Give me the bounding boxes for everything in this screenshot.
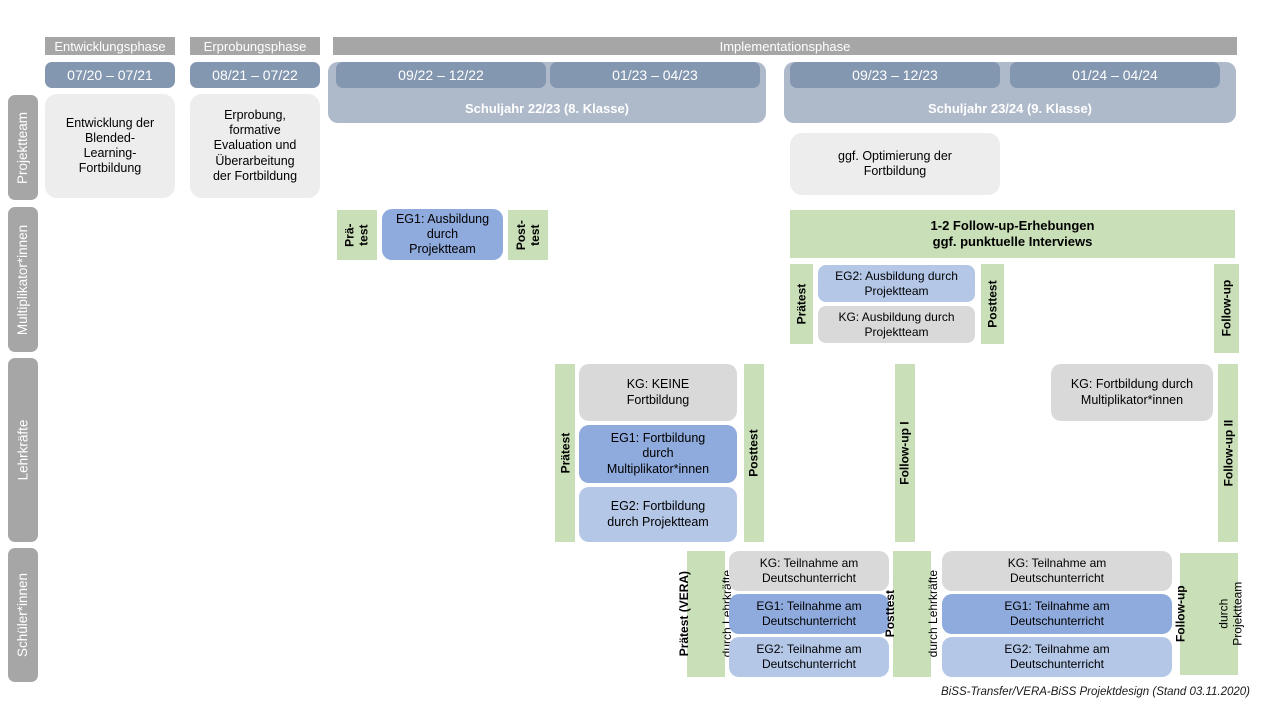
praetest-vera-main: Prätest (VERA) — [677, 571, 692, 657]
label-followup-schueler-text: Follow-up durch Projektteam — [1145, 582, 1272, 646]
diagram-caption: BiSS-Transfer/VERA-BiSS Projektdesign (S… — [941, 686, 1250, 698]
row-label-projektteam: Projektteam — [8, 95, 38, 200]
label-praetest-multiplikatoren-2-text: Prätest — [794, 283, 809, 325]
label-followup-2-lehrkraefte-text: Follow-up II — [1220, 419, 1235, 487]
period-08-21-07-22: 08/21 – 07/22 — [190, 62, 320, 88]
label-followup-1-lehrkraefte: Follow-up I — [895, 364, 915, 542]
label-posttest-schueler: Posttest durch Lehrkräfte — [884, 551, 940, 677]
followup-schueler-sub: durch Projektteam — [1216, 581, 1245, 647]
label-praetest-multiplikatoren-1: Prä- test — [337, 210, 377, 260]
label-posttest-multiplikatoren-2: Posttest — [981, 264, 1004, 344]
box-entwicklung-fortbildung: Entwicklung der Blended- Learning- Fortb… — [45, 94, 175, 198]
box-eg2-ausbildung-projektteam: EG2: Ausbildung durch Projektteam — [818, 265, 975, 302]
label-posttest-lehrkraefte: Posttest — [744, 364, 764, 542]
label-posttest-lehrkraefte-text: Posttest — [746, 429, 761, 477]
row-label-lehrkraefte-text: Lehrkräfte — [15, 419, 31, 481]
box-eg1-teilnahme-1: EG1: Teilnahme am Deutschunterricht — [729, 594, 889, 634]
row-label-projektteam-text: Projektteam — [15, 111, 31, 184]
box-eg2-teilnahme-2: EG2: Teilnahme am Deutschunterricht — [942, 637, 1172, 677]
box-kg-ausbildung-projektteam: KG: Ausbildung durch Projektteam — [818, 306, 975, 343]
label-followup-2-lehrkraefte: Follow-up II — [1218, 364, 1238, 542]
box-erprobung-evaluation: Erprobung, formative Evaluation und Über… — [190, 94, 320, 198]
box-eg2-fortbildung-projektteam: EG2: Fortbildung durch Projektteam — [579, 487, 737, 542]
label-praetest-multiplikatoren-1-text: Prä- test — [342, 223, 371, 247]
label-followup-multiplikatoren-text: Follow-up — [1219, 280, 1234, 337]
label-praetest-multiplikatoren-2: Prätest — [790, 264, 813, 344]
box-kg-fortbildung-multiplikatoren: KG: Fortbildung durch Multiplikator*inne… — [1051, 364, 1213, 421]
label-posttest-multiplikatoren-2-text: Posttest — [985, 280, 1000, 328]
label-followup-multiplikatoren: Follow-up — [1214, 264, 1239, 353]
label-posttest-multiplikatoren-1-text: Post- test — [513, 220, 542, 250]
box-eg2-teilnahme-1: EG2: Teilnahme am Deutschunterricht — [729, 637, 889, 677]
period-01-24-04-24: 01/24 – 04/24 — [1010, 62, 1220, 88]
box-optimierung-fortbildung: ggf. Optimierung der Fortbildung — [790, 133, 1000, 195]
label-followup-schueler: Follow-up durch Projektteam — [1174, 553, 1244, 675]
followup-schueler-main: Follow-up — [1173, 585, 1188, 643]
label-praetest-lehrkraefte-text: Prätest — [557, 432, 572, 474]
phase-entwicklungsphase: Entwicklungsphase — [45, 37, 175, 55]
row-label-multiplikatorinnen: Multiplikator*innen — [8, 207, 38, 352]
row-label-multiplikatorinnen-text: Multiplikator*innen — [15, 224, 31, 335]
box-kg-teilnahme-1: KG: Teilnahme am Deutschunterricht — [729, 551, 889, 591]
box-eg1-teilnahme-2: EG1: Teilnahme am Deutschunterricht — [942, 594, 1172, 634]
row-label-schuelerinnen-text: Schüler*innen — [15, 572, 31, 658]
period-01-23-04-23: 01/23 – 04/23 — [550, 62, 760, 88]
label-posttest-multiplikatoren-1: Post- test — [508, 210, 548, 260]
label-followup-1-lehrkraefte-text: Follow-up I — [897, 421, 912, 485]
box-kg-teilnahme-2: KG: Teilnahme am Deutschunterricht — [942, 551, 1172, 591]
posttest-schueler-sub: durch Lehrkräfte — [926, 570, 941, 658]
box-followup-erhebungen: 1-2 Follow-up-Erhebungen ggf. punktuelle… — [790, 210, 1235, 258]
phase-erprobungsphase: Erprobungsphase — [190, 37, 320, 55]
period-09-22-12-22: 09/22 – 12/22 — [336, 62, 546, 88]
box-eg1-ausbildung-projektteam: EG1: Ausbildung durch Projektteam — [382, 209, 503, 260]
row-label-schuelerinnen: Schüler*innen — [8, 548, 38, 682]
box-kg-keine-fortbildung: KG: KEINE Fortbildung — [579, 364, 737, 421]
label-praetest-lehrkraefte: Prätest — [555, 364, 575, 542]
posttest-schueler-main: Posttest — [883, 590, 898, 638]
label-praetest-vera-schueler: Prätest (VERA) durch Lehrkräfte — [678, 551, 734, 677]
period-09-23-12-23: 09/23 – 12/23 — [790, 62, 1000, 88]
box-eg1-fortbildung-multiplikatoren: EG1: Fortbildung durch Multiplikator*inn… — [579, 425, 737, 483]
period-07-20-07-21: 07/20 – 07/21 — [45, 62, 175, 88]
row-label-lehrkraefte: Lehrkräfte — [8, 358, 38, 542]
phase-implementationsphase: Implementationsphase — [333, 37, 1237, 55]
